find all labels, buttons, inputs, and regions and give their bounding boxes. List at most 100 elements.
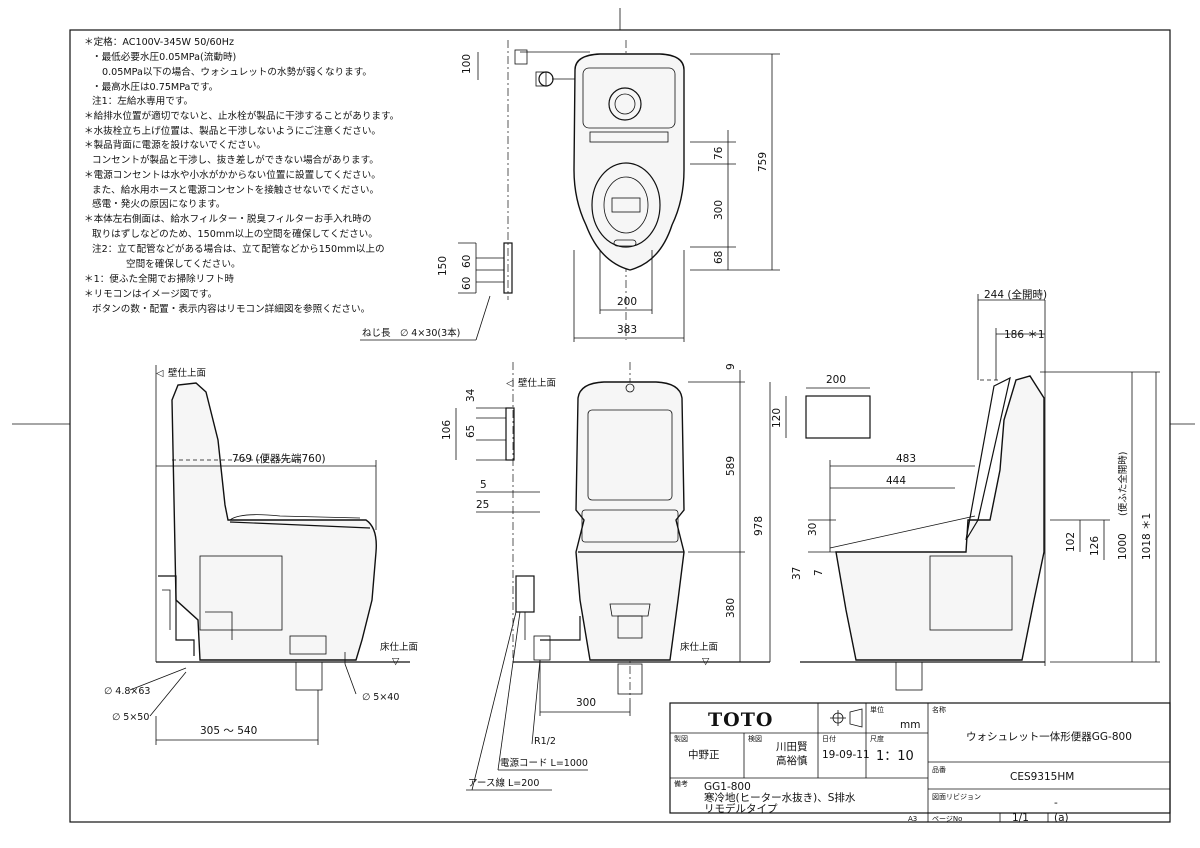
toto-logo: TOTO <box>708 709 773 731</box>
dim-right-7: 7 <box>813 569 825 576</box>
note-line: ＊本体左右側面は、給水フィルター・脱臭フィルターお手入れ時の <box>84 213 371 225</box>
note-line: ＊リモコンはイメージ図です。 <box>84 289 217 300</box>
note-line: 空間を確保してください。 <box>126 258 241 270</box>
note-line: ＊水抜栓立ち上げ位置は、製品と干渉しないようにご注意ください。 <box>84 125 381 137</box>
date-label: 日付 <box>822 734 836 743</box>
revision-value: - <box>1054 797 1058 809</box>
dim-top-68: 68 <box>713 251 725 264</box>
dim-right-120: 120 <box>771 408 783 428</box>
dim-top-200: 200 <box>617 296 637 308</box>
note-line: ・最高水圧は0.75MPaです。 <box>92 81 218 93</box>
dim-front-9: 9 <box>725 363 737 370</box>
dim-front-589: 589 <box>725 456 737 476</box>
dim-front-978: 978 <box>753 516 765 536</box>
label-power-cord: 電源コード L=1000 <box>500 758 588 769</box>
checker-label: 検図 <box>748 734 762 743</box>
dim-front-65: 65 <box>465 425 477 438</box>
dim-right-1000-note: (便ふた全開時) <box>1117 452 1129 516</box>
side-view-right: 200 120 244 (全開時) 186 ＊1 483 444 30 37 7… <box>771 288 1160 691</box>
label-wall-top-text: 壁仕上面 <box>168 367 206 379</box>
title-block: TOTO 単位 mm 名称 ウォシュレット一体形便器GG-800 製図 中野正 … <box>669 702 1171 824</box>
date-value: 19-09-11 <box>822 749 870 761</box>
dim-front-300: 300 <box>576 697 596 709</box>
dim-top-76: 76 <box>713 146 725 160</box>
note-line: 感電・発火の原因になります。 <box>92 198 225 210</box>
label-rc: R1/2 <box>534 736 556 747</box>
remarks-line-3: リモデルタイプ <box>704 802 778 815</box>
scale-label: 尺度 <box>870 734 884 743</box>
label-floor-left: 床仕上面 <box>380 641 418 653</box>
note-line: ＊製品背面に電源を設けないでください。 <box>84 139 266 151</box>
note-line: 取りはずしなどのため、150mm以上の空間を確保してください。 <box>92 228 378 240</box>
number-label: 品番 <box>932 766 946 774</box>
dim-front-25: 25 <box>476 499 489 511</box>
note-line: ＊給排水位置が適切でないと、止水栓が製品に干渉することがあります。 <box>84 110 399 122</box>
note-line: 注1：左給水専用です。 <box>92 95 193 107</box>
product-number: CES9315HM <box>1010 771 1074 783</box>
projection-symbol-icon <box>830 708 863 728</box>
dim-side-769: 769 (便器先端760) <box>232 452 326 465</box>
label-earth-wire: アース線 L=200 <box>468 777 539 789</box>
dim-front-380: 380 <box>725 598 737 618</box>
note-line: ボタンの数・配置・表示内容はリモコン詳細図を参照ください。 <box>92 303 370 315</box>
note-line: 0.05MPa以下の場合、ウォシュレットの水勢が弱くなります。 <box>102 66 372 78</box>
note-line: ＊1：便ふた全開でお掃除リフト時 <box>84 273 234 285</box>
checker-name-2: 高裕慎 <box>776 754 808 767</box>
dim-right-1018: 1018 ＊1 <box>1141 513 1153 560</box>
dim-right-1000: 1000 <box>1117 533 1129 560</box>
dim-top-100: 100 <box>461 54 473 74</box>
label-wall-top-front-text: 壁仕上面 <box>518 377 556 389</box>
label-screw: ねじ長 ∅ 4×30(3本) <box>362 327 460 339</box>
dim-top-300: 300 <box>713 200 725 220</box>
dim-front-5: 5 <box>480 479 487 491</box>
note-line: ＊定格：AC100V-345W 50/60Hz <box>84 36 234 48</box>
drafter-name: 中野正 <box>688 748 720 761</box>
unit-label: 単位 <box>870 705 884 714</box>
product-name: ウォシュレット一体形便器GG-800 <box>966 730 1132 743</box>
dim-right-244: 244 (全開時) <box>984 288 1047 301</box>
dim-top-759: 759 <box>757 152 769 172</box>
unit-value: mm <box>900 719 920 731</box>
note-line: 注2：立て配管などがある場合は、立て配管などから150mm以上の <box>92 243 385 255</box>
top-view: 100 759 76 300 68 200 383 150 60 60 ねじ長 … <box>360 40 780 342</box>
page-value: 1/1 <box>1012 812 1029 824</box>
page-suffix: (a) <box>1054 812 1069 824</box>
dim-right-186: 186 ＊1 <box>1004 329 1045 341</box>
scale-value: 1：10 <box>876 749 914 764</box>
label-floor-front: 床仕上面 <box>680 641 718 653</box>
dim-right-102: 102 <box>1065 532 1077 552</box>
name-label: 名称 <box>932 705 946 714</box>
sheet-size: A3 <box>908 815 917 823</box>
dim-right-200: 200 <box>826 374 846 386</box>
checker-name-1: 川田賢 <box>776 741 808 753</box>
dim-remote-150: 150 <box>437 256 449 276</box>
dim-front-34: 34 <box>465 388 477 402</box>
label-wall-top: ◁ <box>156 368 164 379</box>
label-pipe-c: ∅ 5×40 <box>362 692 399 703</box>
dim-right-444: 444 <box>886 475 906 487</box>
dim-right-483: 483 <box>896 453 916 465</box>
note-line: コンセントが製品と干渉し、抜き差しができない場合があります。 <box>92 154 379 166</box>
notes-block: ＊定格：AC100V-345W 50/60Hz ・最低必要水圧0.05MPa(流… <box>84 36 399 315</box>
note-line: ・最低必要水圧0.05MPa(流動時) <box>92 51 236 63</box>
dim-side-305: 305 ～ 540 <box>200 725 257 737</box>
page-label: ページNo <box>932 815 962 823</box>
note-line: ＊電源コンセントは水や小水がかからない位置に設置してください。 <box>84 169 381 181</box>
remarks-line-2: 寒冷地(ヒーター水抜き)、S排水 <box>704 791 856 804</box>
drafter-label: 製図 <box>674 734 688 743</box>
remarks-label: 備考 <box>674 779 688 788</box>
dim-front-106: 106 <box>441 420 453 440</box>
note-line: また、給水用ホースと電源コンセントを接触させないでください。 <box>92 184 379 196</box>
dim-right-37: 37 <box>791 567 803 580</box>
svg-text:▽: ▽ <box>702 656 710 667</box>
label-wall-top-front: ◁ <box>506 378 514 389</box>
dim-top-383: 383 <box>617 324 637 336</box>
dim-right-30: 30 <box>807 523 819 536</box>
front-view: ◁ 壁仕上面 床仕上面 ▽ 9 589 380 978 <box>441 362 771 791</box>
revision-label: 図面リビジョン <box>932 792 981 801</box>
side-view-left: ◁ 壁仕上面 床仕上面 ▽ 769 (便器先端760) ∅ 4.8×63 ∅ 5… <box>104 365 418 745</box>
dim-right-126: 126 <box>1089 536 1101 556</box>
label-pipe-a: ∅ 4.8×63 <box>104 686 150 697</box>
dim-remote-60a: 60 <box>461 255 473 268</box>
